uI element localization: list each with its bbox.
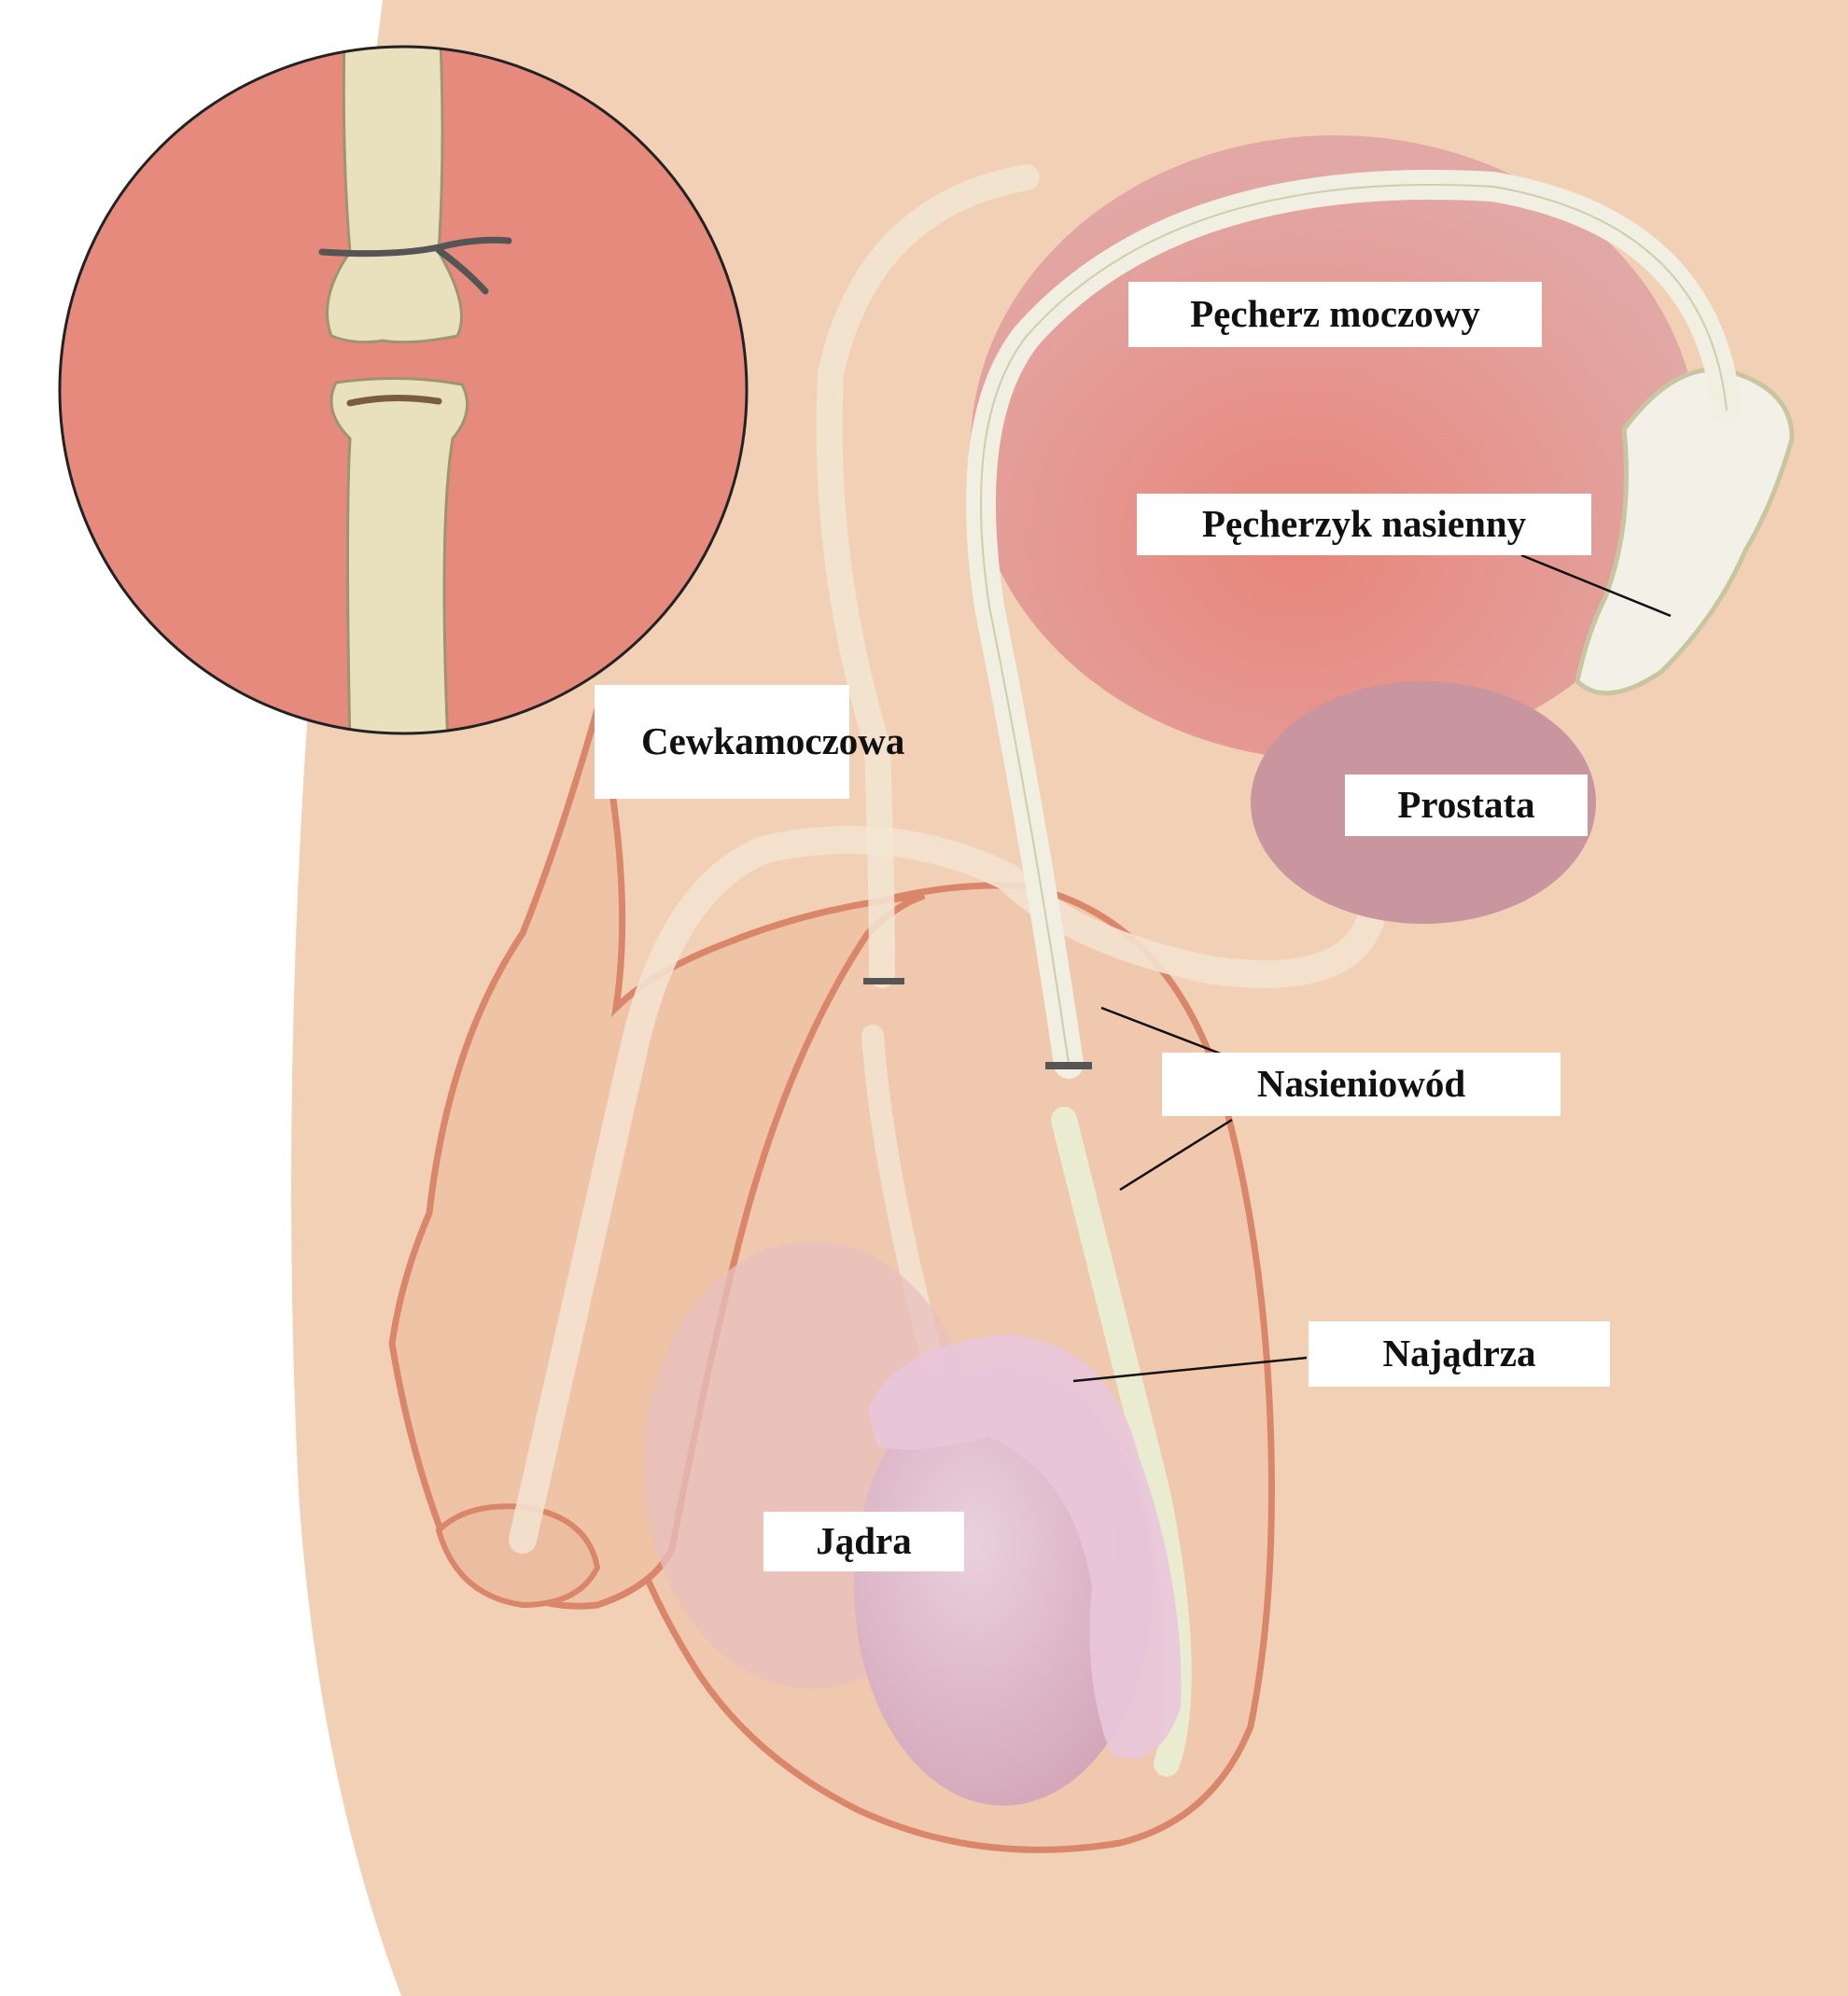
label-vas-deferens: Nasieniowód xyxy=(1162,1053,1561,1116)
vas-deferens-right-outline xyxy=(980,184,1728,1065)
ligature-left xyxy=(863,978,904,984)
label-prostate: Prostata xyxy=(1345,775,1588,836)
inset-magnified-ligation xyxy=(58,45,749,735)
epididymis xyxy=(868,1334,1182,1759)
label-seminal-vesicle: Pęcherzyk nasienny xyxy=(1137,494,1591,555)
leader-vas-upper xyxy=(1100,1006,1224,1056)
ligature-right xyxy=(1045,1062,1092,1069)
glans xyxy=(435,1503,601,1609)
seminal-vesicle xyxy=(1575,367,1795,696)
label-urethra-line1: Cewka xyxy=(641,719,754,763)
urethra-duct xyxy=(509,826,1386,1554)
inset-duct-lower xyxy=(329,376,469,733)
leader-vas-lower xyxy=(1119,1118,1233,1192)
vas-deferens-left xyxy=(816,164,1040,988)
inset-ligature-thread xyxy=(318,236,512,295)
label-urethra-line2: moczowa xyxy=(753,719,905,763)
leader-lines xyxy=(1072,553,1672,1383)
label-testes: Jądra xyxy=(763,1512,964,1571)
inset-cut-edge xyxy=(346,394,442,407)
label-bladder: Pęcherz moczowy xyxy=(1128,282,1542,347)
leader-epididymis xyxy=(1072,1356,1308,1383)
leader-seminal-vesicle xyxy=(1520,553,1672,618)
label-epididymis: Najądrza xyxy=(1309,1321,1610,1387)
label-urethra: Cewka moczowa xyxy=(595,685,904,799)
